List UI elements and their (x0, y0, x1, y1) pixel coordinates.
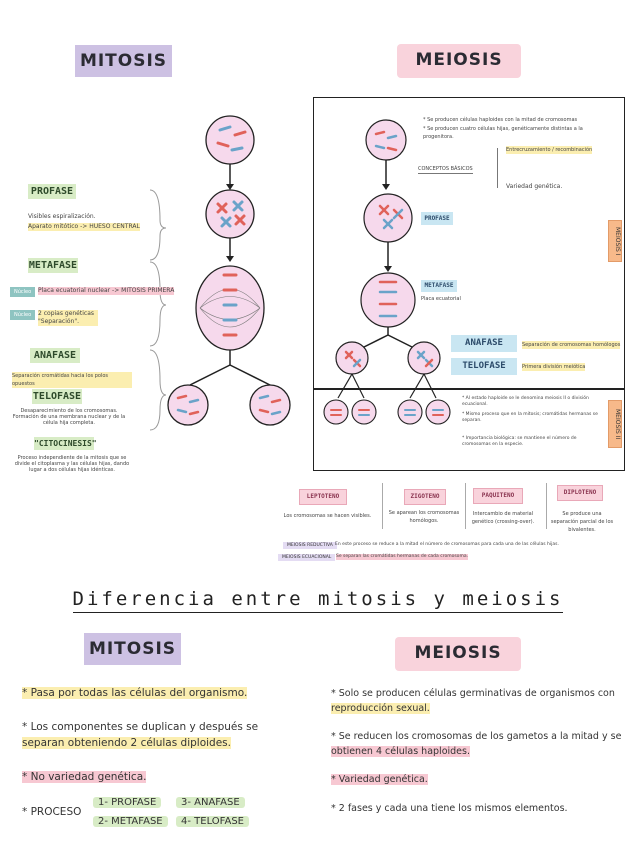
mitosis-point-1: * Pasa por todas las células del organis… (22, 685, 248, 701)
leptoteno-note: Los cromosomas se hacen visibles. (283, 513, 372, 519)
equational-note: Se separan las cromátidas hermanas de ca… (336, 554, 469, 560)
paquiteno-label: PAQUITENO (473, 488, 523, 504)
meiosis-profase-label: PROFASE (421, 212, 453, 225)
meiosis-point-1a: * Solo se producen células germinativas … (331, 688, 615, 699)
meiosis-1-tab: MEIOSIS I (608, 220, 622, 262)
mitosis-diagram (150, 115, 291, 431)
equational-label: MEIOSIS ECUACIONAL (278, 554, 336, 561)
mitosis-point-1-text: * Pasa por todas las células del organis… (22, 687, 248, 699)
divider-2 (465, 483, 466, 529)
meiosis-panel (313, 97, 625, 471)
meiosis-telofase-label: TELOFASE (451, 358, 517, 375)
mitosis-title: MITOSIS (75, 45, 172, 77)
anafase-label: ANAFASE (30, 348, 80, 363)
concept-1: Entrecruzamiento / recombinación (506, 146, 593, 154)
compare-meiosis-title: MEIOSIS (395, 637, 521, 671)
leptoteno-label: LEPTOTENO (299, 489, 347, 505)
citocinesis-label: "CITOCINESIS" (34, 437, 97, 450)
metafase-tag-2: Núcleo (10, 310, 36, 320)
meiosis-metafase-label: METAFASE (421, 280, 457, 292)
meiosis-2-tab: MEIOSIS II (608, 400, 622, 448)
metafase-note-1: Placa ecuatorial nuclear -> MITOSIS PRIM… (38, 287, 175, 295)
compare-mitosis-title: MITOSIS (84, 633, 181, 665)
mitosis-point-3-text: * No variedad genética. (22, 771, 147, 783)
mitosis-point-3: * No variedad genética. (22, 769, 147, 785)
zigoteno-note: Se aparean los cromosomas homólogos. (388, 510, 460, 524)
meiosis-divider (313, 388, 625, 390)
meiosis-intro-1: * Se producen células haploides con la m… (423, 117, 578, 123)
metafase-note-2: 2 copias genéticas "Separación". (38, 310, 98, 326)
reduction-label: MEIOSIS REDUCTIVA (283, 542, 337, 549)
meiosis-point-3-text: * Variedad genética. (331, 774, 428, 785)
meiosis-ii-note-1: * Al estado haploide se le denomina meio… (462, 396, 589, 407)
profase-note-1: Visibles espiralización. (28, 213, 96, 220)
mitosis-point-2b-text: separan obteniendo 2 células diploides. (22, 737, 231, 749)
telofase-label: TELOFASE (32, 389, 82, 404)
diploteno-label: DIPLOTENO (557, 485, 603, 501)
anafase-note: Separación cromátidas hacia los polos op… (12, 372, 132, 388)
meiosis-metafase-note: Placa ecuatorial (421, 296, 461, 302)
comparison-title-text: Diferencia entre mitosis y meiosis (72, 588, 564, 613)
proceso-telofase: 4- TELOFASE (176, 816, 250, 827)
citocinesis-note: Proceso independiente de la mitosis que … (14, 455, 130, 473)
meiosis-point-1b-text: reproducción sexual. (331, 703, 430, 714)
meiosis-point-4: * 2 fases y cada una tiene los mismos el… (331, 803, 568, 814)
meiosis-anafase-note: Separación de cromosomas homólogos (522, 341, 621, 349)
concept-2: Variedad genética. (506, 183, 563, 190)
conceptos-brace (497, 148, 502, 188)
divider-3 (546, 483, 547, 529)
meiosis-point-2b-text: obtienen 4 células haploides. (331, 746, 470, 757)
mitosis-proceso: * PROCESO (22, 806, 82, 818)
diploteno-note: Se produce una separación parcial de los… (550, 511, 614, 533)
reduction-note: En este proceso se reduce a la mitad el … (335, 542, 559, 547)
divider-1 (382, 483, 383, 529)
paquiteno-note: Intercambio de material genético (crossi… (471, 511, 535, 525)
proceso-profase: 1- PROFASE (93, 797, 162, 808)
meiosis-intro-2: * Se producen cuatro células hijas, gené… (423, 126, 583, 140)
proceso-anafase: 3- ANAFASE (176, 797, 245, 808)
meiosis-ii-note-3: * Importancia biológica: se mantiene el … (462, 436, 577, 447)
meiosis-point-2a: * Se reducen los cromosomas de los gamet… (331, 731, 622, 742)
meiosis-title: MEIOSIS (397, 44, 521, 78)
meiosis-point-1b: reproducción sexual. (331, 701, 430, 717)
profase-label: PROFASE (28, 184, 76, 199)
meiosis-anafase-label: ANAFASE (451, 335, 517, 352)
meiosis-telofase-note: Primera división meiótica (522, 363, 586, 371)
comparison-title: Diferencia entre mitosis y meiosis (0, 588, 636, 613)
conceptos-basicos: CONCEPTOS BÁSICOS (418, 166, 473, 174)
meiosis-point-3: * Variedad genética. (331, 772, 428, 788)
zigoteno-label: ZIGOTENO (404, 489, 446, 505)
mitosis-point-2a: * Los componentes se duplican y después … (22, 721, 259, 733)
metafase-tag-1: Núcleo (10, 287, 36, 297)
proceso-metafase: 2- METAFASE (93, 816, 168, 827)
meiosis-diagram (323, 119, 451, 425)
metafase-label: METAFASE (28, 258, 78, 273)
meiosis-ii-note-2: * Mismo proceso que en la mitosis; cromá… (462, 412, 598, 423)
telofase-note: Desaparecimiento de los cromosomas. Form… (12, 408, 126, 426)
meiosis-point-2b: obtienen 4 células haploides. (331, 744, 470, 760)
mitosis-point-2b: separan obteniendo 2 células diploides. (22, 735, 231, 751)
profase-note-2: Aparato mitótico -> HUESO CENTRAL (28, 223, 140, 231)
